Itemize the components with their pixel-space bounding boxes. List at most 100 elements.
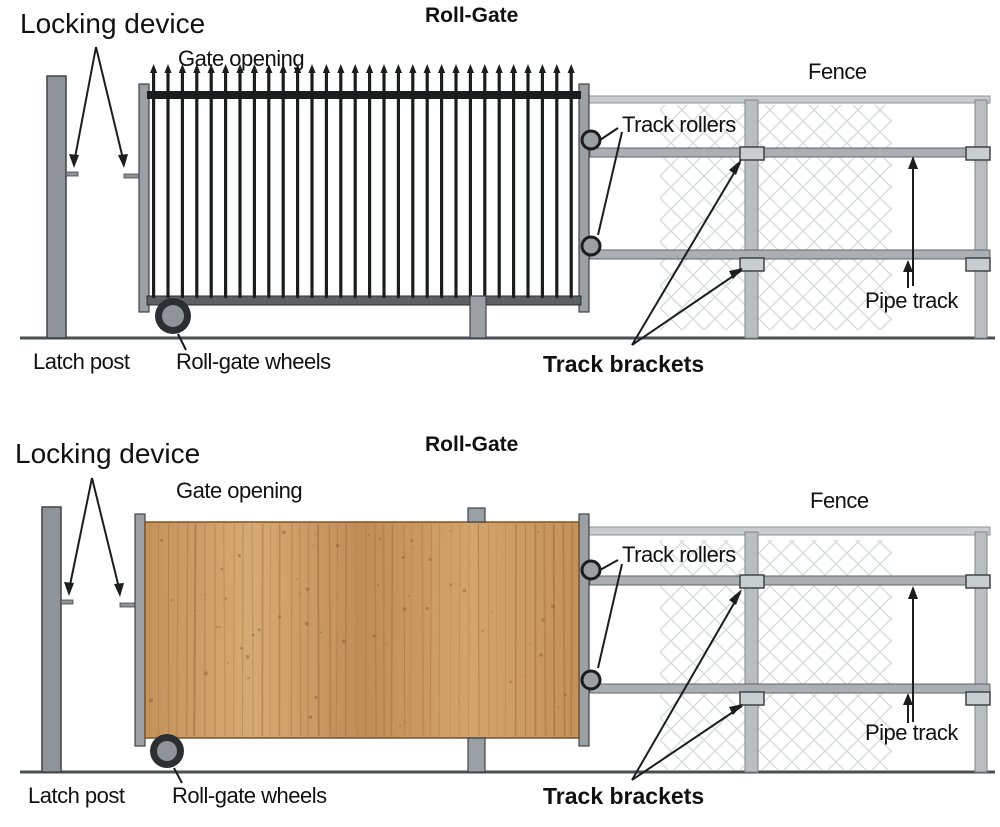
latch-post	[46, 75, 67, 339]
gate-bar-spear-tip	[394, 64, 402, 73]
wood-knot-speck	[335, 543, 340, 548]
gate-bar	[180, 72, 184, 298]
roll-gate-diagram-top	[20, 46, 995, 351]
gate-bar	[526, 72, 530, 298]
locking-device-hook	[60, 599, 74, 605]
fence-post	[974, 99, 988, 339]
pipe-track-lower	[589, 249, 991, 260]
wood-knot-speck	[462, 588, 467, 593]
wood-knot-speck	[481, 629, 484, 633]
gate-bar-spear-tip	[524, 64, 532, 73]
pipe-track-upper	[589, 575, 991, 586]
gate-bar-spear-tip	[164, 64, 172, 73]
pipe-track-lower	[589, 683, 991, 694]
gate-bar	[425, 72, 429, 298]
gate-bar	[252, 72, 256, 298]
wood-knot-speck	[402, 607, 407, 611]
wood-knot-speck	[367, 534, 370, 537]
track-bracket	[965, 146, 991, 161]
wood-knot-speck	[537, 530, 540, 533]
wood-knot-speck	[215, 625, 218, 629]
wood-knot-speck	[308, 715, 313, 719]
wood-knot-speck	[425, 606, 429, 610]
wood-grain-line	[504, 523, 507, 737]
roll-gate-diagram-bottom	[20, 477, 995, 784]
wood-knot-speck	[449, 529, 452, 532]
wood-knot-speck	[227, 661, 230, 664]
wood-grain-line	[328, 523, 332, 737]
gate-bar-spear-tip	[322, 64, 330, 73]
gate-bar	[497, 72, 501, 298]
fence-top-rail	[584, 526, 991, 536]
wood-grain-line	[185, 523, 189, 737]
gate-bar-spear-tip	[294, 64, 302, 73]
center-support-post	[467, 737, 486, 773]
wood-knot-speck	[557, 706, 560, 709]
wood-knot-speck	[312, 545, 315, 547]
gate-bar	[267, 72, 271, 298]
gate-bar	[411, 72, 415, 298]
track-roller	[580, 559, 602, 581]
label-track-brackets: Track brackets	[543, 783, 705, 809]
label-fence: Fence	[810, 488, 869, 513]
wood-knot-speck	[356, 621, 358, 623]
gate-bar-spear-tip	[193, 64, 201, 73]
gate-bar-spear-tip	[308, 64, 316, 73]
gate-top-rail	[147, 91, 581, 99]
wood-knot-speck	[257, 628, 261, 632]
wood-knot-speck	[204, 671, 208, 676]
track-bracket	[965, 691, 991, 706]
track-roller	[580, 669, 602, 691]
wood-knot-speck	[281, 530, 286, 535]
wood-grain-line	[570, 523, 574, 737]
label-pipe-track: Pipe track	[865, 720, 958, 745]
gate-bar	[540, 72, 544, 298]
gate-bar-spear-tip	[466, 64, 474, 73]
wood-knot-speck	[458, 701, 461, 704]
gate-bar-spear-tip	[510, 64, 518, 73]
wood-knot-speck	[529, 643, 531, 646]
gate-right-stile	[578, 83, 590, 313]
wood-grain-line	[306, 523, 310, 737]
fence-top-rail	[584, 95, 991, 104]
wood-knot-speck	[490, 611, 492, 614]
gate-bar	[468, 72, 472, 298]
wood-grain-line	[317, 523, 320, 737]
gate-bar-spear-tip	[178, 64, 186, 73]
wood-knot-speck	[251, 633, 255, 637]
wood-knot-speck	[304, 621, 309, 626]
gate-bar	[396, 72, 400, 298]
wood-grain-line	[176, 523, 179, 737]
wood-knot-speck	[372, 634, 376, 638]
wood-grain-line	[233, 523, 235, 737]
wood-knot-speck	[509, 680, 512, 684]
wood-knot-speck	[319, 631, 322, 634]
wood-knot-speck	[295, 577, 298, 580]
gate-bar-spear-tip	[150, 64, 158, 73]
wood-knot-speck	[428, 558, 432, 562]
wood-grain-line	[543, 523, 547, 737]
wood-knot-speck	[149, 698, 154, 703]
wood-knot-speck	[278, 615, 282, 619]
locking-device-hook	[65, 171, 79, 177]
wood-grain-line	[390, 523, 394, 737]
gate-bar	[195, 72, 199, 298]
label-roll-gate-wheels: Roll-gate wheels	[176, 349, 331, 374]
label-roll-gate-wheels: Roll-gate wheels	[172, 783, 327, 808]
wood-grain-line	[421, 523, 425, 737]
wood-knot-speck	[550, 604, 555, 609]
track-bracket	[965, 257, 991, 272]
label-gate-opening: Gate opening	[176, 478, 303, 503]
track-roller	[580, 129, 602, 151]
wood-knot-speck	[299, 592, 301, 595]
arrowheads	[64, 582, 918, 715]
wood-knot-speck	[218, 626, 221, 629]
leader-lines	[73, 46, 914, 351]
gate-right-stile	[578, 513, 590, 747]
gate-bar	[555, 72, 559, 298]
wood-knot-speck	[342, 639, 346, 644]
wood-grain-line	[335, 523, 339, 737]
wood-grain-line	[495, 523, 498, 737]
gate-bar-spear-tip	[438, 64, 446, 73]
